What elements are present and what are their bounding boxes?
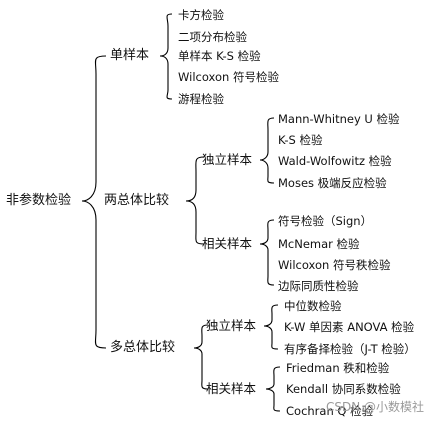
leaf-median-test: 中位数检验 — [284, 299, 342, 313]
leaf-kruskal-wallis-test: K-W 单因素 ANOVA 检验 — [284, 320, 415, 334]
leaf-mann-whitney-test: Mann-Whitney U 检验 — [278, 112, 400, 126]
leaf-friedman-test: Friedman 秩和检验 — [286, 361, 390, 375]
leaf-binomial-test: 二项分布检验 — [178, 30, 247, 44]
brace-root — [81, 55, 107, 349]
sub-two-related-label: 相关样本 — [202, 236, 253, 251]
root-label: 非参数检验 — [6, 193, 72, 208]
leaf-one-sample-ks-test: 单样本 K-S 检验 — [178, 49, 261, 63]
brace-two-related — [259, 219, 275, 286]
brace-two-independent — [259, 117, 275, 184]
leaf-runs-test: 游程检验 — [178, 92, 224, 106]
sub-two-independent-label: 独立样本 — [202, 152, 253, 167]
leaf-cochran-q-test: Cochran Q 检验 — [286, 404, 374, 418]
leaf-kendall-w-test: Kendall 协同系数检验 — [286, 382, 401, 396]
brace-single-sample — [159, 13, 173, 100]
brace-multi-populations — [193, 324, 209, 390]
brace-two-populations — [185, 156, 205, 245]
leaf-wald-wolfowitz-test: Wald-Wolfowitz 检验 — [278, 154, 392, 168]
leaf-chi-square-test: 卡方检验 — [178, 8, 224, 22]
brace-multi-related — [265, 366, 281, 412]
brace-multi-independent — [263, 304, 279, 350]
group-multi-populations-label: 多总体比较 — [110, 340, 176, 355]
sub-multi-related-label: 相关样本 — [206, 381, 257, 396]
leaf-wilcoxon-sign-test: Wilcoxon 符号检验 — [178, 70, 279, 84]
leaf-ks-test: K-S 检验 — [278, 133, 323, 147]
sub-multi-independent-label: 独立样本 — [206, 318, 257, 333]
leaf-marginal-homogeneity-test: 边际同质性检验 — [278, 279, 359, 293]
leaf-jonckheere-terpstra-test: 有序备择检验（J-T 检验） — [284, 342, 416, 356]
watermark-text: CSDN @小数模社 — [326, 400, 425, 414]
group-two-populations-label: 两总体比较 — [104, 193, 170, 208]
leaf-mcnemar-test: McNemar 检验 — [278, 237, 360, 251]
leaf-sign-test: 符号检验（Sign） — [278, 214, 373, 228]
leaf-moses-test: Moses 极端反应检验 — [278, 176, 387, 190]
leaf-wilcoxon-signed-rank-test: Wilcoxon 符号秩检验 — [278, 258, 391, 272]
group-single-sample-label: 单样本 — [110, 48, 150, 63]
